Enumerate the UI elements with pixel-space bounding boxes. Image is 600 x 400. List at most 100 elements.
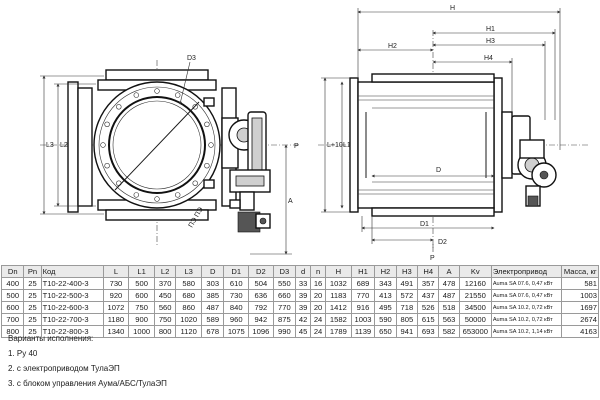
table-cell: 589 — [201, 313, 225, 326]
bolt-hole — [175, 192, 181, 198]
technical-drawing: ПЭ ПЭ D3 L3 L2 P A — [40, 5, 590, 262]
table-cell: 1120 — [175, 325, 203, 338]
table-cell: 990 — [272, 325, 297, 338]
table-cell: 478 — [438, 277, 460, 290]
table-cell: 770 — [350, 289, 376, 302]
table-cell: 1180 — [102, 313, 130, 326]
note-item: 3. с блоком управления Аума/АБС/ТулаЭП — [8, 379, 167, 388]
table-cell: 34500 — [458, 301, 492, 314]
column-header: D1 — [223, 265, 250, 278]
table-cell: 487 — [438, 289, 460, 302]
table-cell: 581 — [561, 277, 599, 290]
table-cell: 24 — [310, 313, 327, 326]
table-cell: 526 — [417, 301, 440, 314]
table-cell: 12160 — [458, 277, 492, 290]
dim-label-h1: H1 — [486, 26, 495, 33]
table-cell: 500 — [128, 277, 155, 290]
bolt-hole — [192, 180, 198, 186]
table-cell: Auma SA 07.6, 0,47 кВт — [490, 289, 563, 302]
table-cell: 678 — [201, 325, 225, 338]
table-cell: 20 — [310, 289, 327, 302]
table-cell: 4163 — [561, 325, 599, 338]
table-cell: Auma SA 10.2, 0,72 кВт — [490, 301, 563, 314]
table-cell: 693 — [417, 325, 440, 338]
table-cell: 840 — [223, 301, 250, 314]
column-header: D2 — [248, 265, 274, 278]
bolt-hole — [204, 121, 210, 128]
table-cell: 39 — [295, 301, 312, 314]
dim-label-d1: D1 — [420, 221, 429, 228]
table-cell: 582 — [438, 325, 460, 338]
notes-title: Варианты исполнения: — [8, 334, 94, 343]
column-header: L — [102, 265, 130, 278]
table-cell: Т10-22-700-3 — [40, 313, 104, 326]
dim-label-l3: L3 — [46, 142, 54, 149]
column-header: L3 — [175, 265, 203, 278]
table-cell: 45 — [295, 325, 312, 338]
column-header: A — [438, 265, 460, 278]
column-header: Электропривод — [490, 265, 563, 278]
dim-label-h: H — [450, 5, 455, 12]
table-cell: 450 — [153, 289, 177, 302]
column-header: H — [325, 265, 352, 278]
table-cell: 487 — [201, 301, 225, 314]
table-cell: 25 — [23, 313, 42, 326]
table-cell: 25 — [23, 289, 42, 302]
table-cell: 400 — [0, 277, 25, 290]
column-header: d — [295, 265, 312, 278]
table-cell: 39 — [295, 289, 312, 302]
table-cell: 1003 — [561, 289, 599, 302]
table-cell: Auma SA 10.2, 1,14 кВт — [490, 325, 563, 338]
table-cell: 560 — [153, 301, 177, 314]
table-cell: 1139 — [350, 325, 376, 338]
dim-label-d: D — [436, 167, 441, 174]
bolt-hole — [175, 92, 181, 98]
table-cell: 385 — [201, 289, 225, 302]
table-cell: 750 — [128, 301, 155, 314]
table-cell: 21550 — [458, 289, 492, 302]
table-cell: 437 — [417, 289, 440, 302]
table-cell: 25 — [23, 325, 42, 338]
table-cell: 610 — [223, 277, 250, 290]
table-cell: 550 — [272, 277, 297, 290]
table-cell: 580 — [175, 277, 203, 290]
table-cell: 900 — [128, 313, 155, 326]
column-header: H2 — [374, 265, 397, 278]
table-cell: 1020 — [175, 313, 203, 326]
table-cell: Т10-22-800-3 — [40, 325, 104, 338]
table-cell: 413 — [374, 289, 397, 302]
table-cell: Auma SA 07.6, 0,47 кВт — [490, 277, 563, 290]
bolt-hole — [204, 163, 210, 169]
column-header: Код — [40, 265, 104, 278]
table-cell: 590 — [374, 313, 397, 326]
table-cell: 660 — [272, 289, 297, 302]
table-cell: 805 — [395, 313, 419, 326]
table-cell: 2674 — [561, 313, 599, 326]
table-cell: 730 — [102, 277, 130, 290]
column-header: D — [201, 265, 225, 278]
table-cell: 800 — [0, 325, 25, 338]
table-cell: 730 — [223, 289, 250, 302]
table-cell: 860 — [175, 301, 203, 314]
table-cell: 875 — [272, 313, 297, 326]
dim-label-a: A — [288, 198, 293, 205]
table-cell: 1072 — [102, 301, 130, 314]
table-cell: 1697 — [561, 301, 599, 314]
table-cell: 700 — [0, 313, 25, 326]
table-cell: 600 — [0, 301, 25, 314]
bolt-hole — [133, 92, 140, 98]
table-cell: 495 — [374, 301, 397, 314]
table-cell: 343 — [374, 277, 397, 290]
table-cell: 20 — [310, 301, 327, 314]
table-cell: 916 — [350, 301, 376, 314]
bolt-hole — [192, 104, 198, 110]
bolt-hole — [154, 88, 160, 94]
table-cell: 636 — [248, 289, 274, 302]
bolt-hole — [133, 192, 140, 198]
table-cell: 650 — [374, 325, 397, 338]
table-cell: 50000 — [458, 313, 492, 326]
